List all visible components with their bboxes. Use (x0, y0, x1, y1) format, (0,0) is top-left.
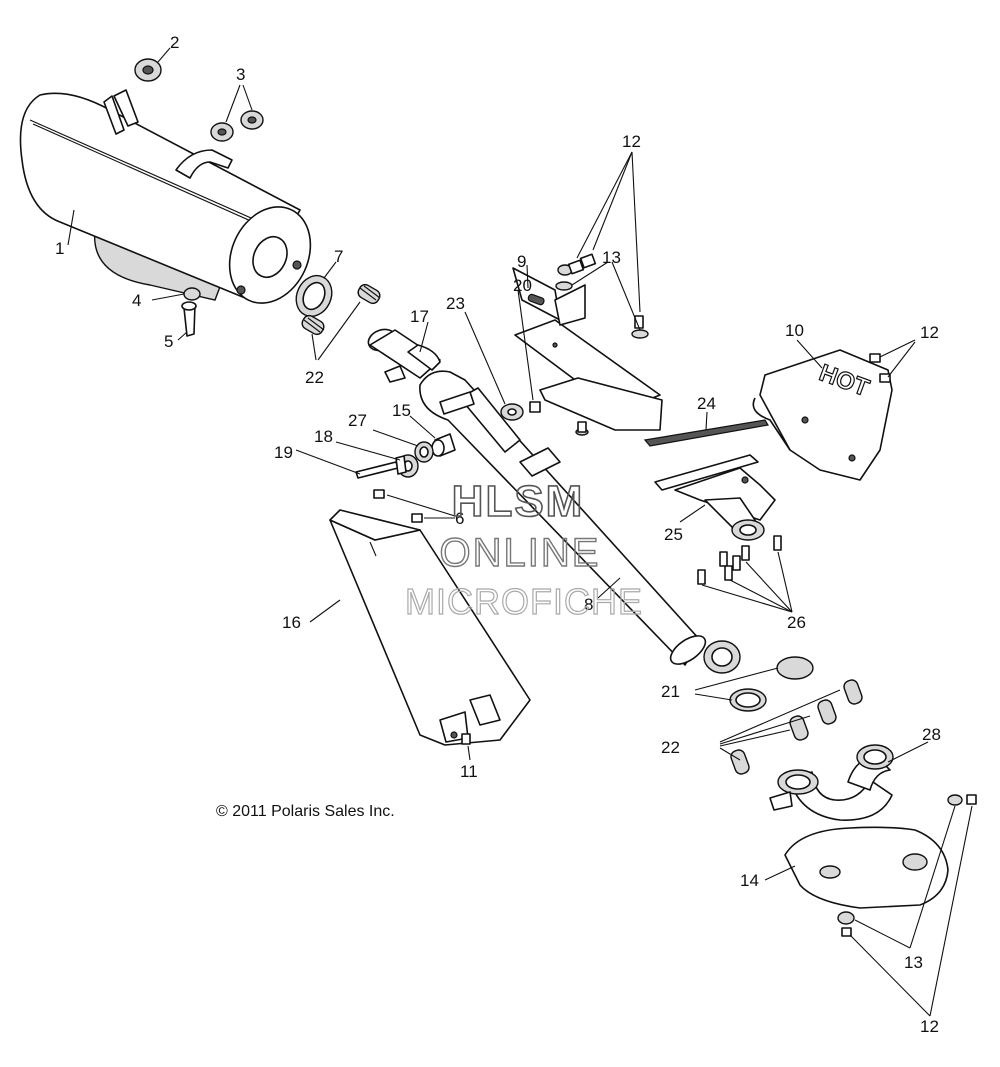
heat-shield-lower (309, 509, 531, 761)
callout-12-top: 12 (622, 132, 641, 151)
callout-13-bottom: 13 (904, 953, 923, 972)
head-pipe (419, 370, 741, 674)
callout-26: 26 (787, 613, 806, 632)
callout-4: 4 (132, 291, 141, 310)
exhaust-seals (694, 656, 814, 712)
callout-2: 2 (170, 33, 179, 52)
callout-5: 5 (164, 332, 173, 351)
callout-17: 17 (410, 307, 429, 326)
callout-21: 21 (661, 682, 680, 701)
callout-1: 1 (55, 239, 64, 258)
callout-19: 19 (274, 443, 293, 462)
manifold-gasket (643, 411, 769, 447)
callout-16: 16 (282, 613, 301, 632)
watermark-line1: HLSM (452, 477, 585, 526)
callout-15: 15 (392, 401, 411, 420)
callout-18: 18 (314, 427, 333, 446)
callout-14: 14 (740, 871, 759, 890)
springs-upper (301, 283, 381, 361)
watermark: HLSM ONLINE MICROFICHE (404, 476, 643, 622)
heat-shield-upper: HOT (752, 339, 916, 481)
y-pipe (769, 741, 929, 821)
manifold-studs (697, 535, 793, 613)
callout-27: 27 (348, 411, 367, 430)
callout-labels: 1 2 3 4 5 6 7 8 9 10 11 12 12 12 13 13 1… (55, 33, 941, 1036)
callout-25: 25 (664, 525, 683, 544)
grommet (134, 47, 171, 82)
callout-3: 3 (236, 65, 245, 84)
callout-9: 9 (517, 252, 526, 271)
callout-7: 7 (334, 247, 343, 266)
springs-lower (719, 679, 863, 775)
callout-12-bottom: 12 (920, 1017, 939, 1036)
callout-8: 8 (584, 595, 593, 614)
washer-bushing (151, 287, 201, 341)
callout-13-top: 13 (602, 248, 621, 267)
callout-10: 10 (785, 321, 804, 340)
muffler (19, 89, 312, 304)
callout-20: 20 (513, 276, 532, 295)
callout-11: 11 (460, 762, 478, 781)
grommet-pair (210, 84, 264, 142)
mounting-bracket (512, 264, 663, 431)
callout-28: 28 (922, 725, 941, 744)
spacer-nut (464, 289, 541, 421)
callout-22-upper: 22 (305, 368, 324, 387)
callout-12-right: 12 (920, 323, 939, 342)
shield-fasteners (837, 794, 977, 1017)
pipe-heat-shield (764, 826, 949, 909)
callout-23: 23 (446, 294, 465, 313)
bushing-stack (295, 415, 456, 523)
watermark-line2: ONLINE (440, 531, 601, 575)
pipe-coupler (367, 321, 441, 383)
callout-6: 6 (455, 509, 464, 528)
copyright-notice: © 2011 Polaris Sales Inc. (216, 803, 395, 820)
exhaust-gasket (295, 261, 337, 318)
callout-22-lower: 22 (661, 738, 680, 757)
watermark-line3: MICROFICHE (405, 581, 643, 622)
callout-24: 24 (697, 394, 716, 413)
exhaust-manifold (654, 454, 776, 541)
bracket-fasteners (555, 151, 649, 436)
